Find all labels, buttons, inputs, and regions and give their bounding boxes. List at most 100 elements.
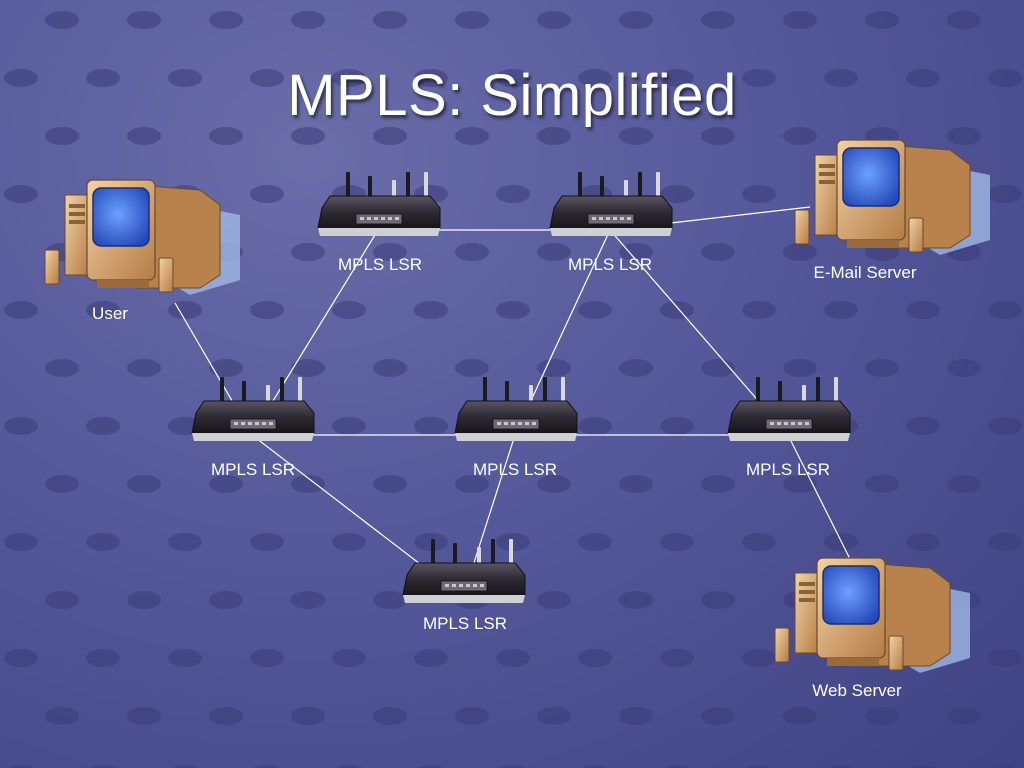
background-dot bbox=[45, 475, 79, 493]
background-dot bbox=[4, 301, 38, 319]
background-dot bbox=[947, 11, 981, 29]
background-dot bbox=[906, 69, 940, 87]
background-dot bbox=[4, 185, 38, 203]
node-label-lsr-mid-center: MPLS LSR bbox=[472, 460, 558, 479]
background-dot bbox=[291, 591, 325, 609]
background-dot bbox=[701, 591, 735, 609]
background-dot bbox=[45, 591, 79, 609]
background-dot bbox=[910, 765, 936, 768]
background-dot bbox=[291, 707, 325, 725]
background-dot bbox=[373, 707, 407, 725]
background-dot bbox=[701, 127, 735, 145]
background-dot bbox=[127, 707, 161, 725]
background-dot bbox=[8, 765, 34, 768]
background-dot bbox=[660, 301, 694, 319]
background-dot bbox=[906, 533, 940, 551]
router-icon bbox=[402, 539, 526, 603]
background-dot bbox=[578, 649, 612, 667]
background-dot bbox=[742, 69, 776, 87]
background-dot bbox=[906, 301, 940, 319]
background-dot bbox=[455, 127, 489, 145]
background-dot bbox=[537, 475, 571, 493]
background-dot bbox=[660, 649, 694, 667]
background-dot bbox=[783, 127, 817, 145]
node-label-user: User bbox=[92, 304, 128, 323]
nodes-layer bbox=[44, 139, 990, 673]
background-dot bbox=[619, 127, 653, 145]
background-dot bbox=[209, 127, 243, 145]
background-dot bbox=[988, 533, 1022, 551]
background-dot bbox=[578, 533, 612, 551]
background-dot bbox=[455, 11, 489, 29]
router-icon bbox=[549, 172, 673, 236]
computer-icon bbox=[44, 179, 240, 295]
background-dot bbox=[906, 417, 940, 435]
background-dot bbox=[496, 649, 530, 667]
background-dot bbox=[992, 765, 1018, 768]
background-dot bbox=[824, 69, 858, 87]
background-dot bbox=[664, 765, 690, 768]
background-dot bbox=[828, 765, 854, 768]
background-dot bbox=[537, 11, 571, 29]
background-dot bbox=[4, 417, 38, 435]
background-dot bbox=[45, 359, 79, 377]
node-label-lsr-bottom: MPLS LSR bbox=[422, 614, 508, 633]
background-dot bbox=[209, 359, 243, 377]
background-dot bbox=[988, 649, 1022, 667]
background-dot bbox=[291, 243, 325, 261]
background-dot bbox=[824, 301, 858, 319]
background-dot bbox=[291, 475, 325, 493]
background-dot bbox=[414, 69, 448, 87]
background-dot bbox=[172, 765, 198, 768]
background-dot bbox=[660, 533, 694, 551]
node-label-lsr-top-left: MPLS LSR bbox=[337, 255, 423, 274]
background-dot bbox=[127, 11, 161, 29]
router-icon bbox=[727, 377, 851, 441]
background-dot bbox=[496, 185, 530, 203]
background-dot bbox=[947, 127, 981, 145]
router-icon bbox=[191, 377, 315, 441]
background-dot bbox=[742, 649, 776, 667]
background-dot bbox=[250, 301, 284, 319]
background-dot bbox=[537, 243, 571, 261]
background-dot bbox=[86, 649, 120, 667]
background-dot bbox=[373, 591, 407, 609]
background-dot bbox=[500, 765, 526, 768]
background-dot bbox=[947, 359, 981, 377]
background-dot bbox=[455, 243, 489, 261]
background-dot bbox=[783, 359, 817, 377]
background-dot bbox=[865, 11, 899, 29]
background-dot bbox=[250, 185, 284, 203]
background-dot bbox=[127, 591, 161, 609]
background-dot bbox=[496, 69, 530, 87]
background-dot bbox=[619, 475, 653, 493]
background-dot bbox=[250, 69, 284, 87]
background-dot bbox=[783, 11, 817, 29]
background-dot bbox=[455, 475, 489, 493]
node-label-lsr-top-right: MPLS LSR bbox=[567, 255, 653, 274]
background-dot bbox=[86, 533, 120, 551]
background-dot bbox=[332, 301, 366, 319]
background-dot bbox=[455, 359, 489, 377]
background-dot bbox=[988, 417, 1022, 435]
node-label-lsr-mid-right: MPLS LSR bbox=[745, 460, 831, 479]
background-dot bbox=[578, 417, 612, 435]
background-dot bbox=[209, 11, 243, 29]
background-dot bbox=[291, 127, 325, 145]
background-dot bbox=[496, 301, 530, 319]
router-icon bbox=[317, 172, 441, 236]
background-dot bbox=[619, 359, 653, 377]
background-dot bbox=[988, 185, 1022, 203]
background-dot bbox=[250, 649, 284, 667]
node-label-lsr-mid-left: MPLS LSR bbox=[210, 460, 296, 479]
background-dot bbox=[783, 475, 817, 493]
background-dot bbox=[127, 359, 161, 377]
background-dot bbox=[947, 475, 981, 493]
router-icon bbox=[454, 377, 578, 441]
background-dot bbox=[4, 533, 38, 551]
background-dot bbox=[537, 127, 571, 145]
background-dot bbox=[418, 765, 444, 768]
background-dot bbox=[701, 11, 735, 29]
background-dot bbox=[4, 69, 38, 87]
background-dot bbox=[619, 11, 653, 29]
